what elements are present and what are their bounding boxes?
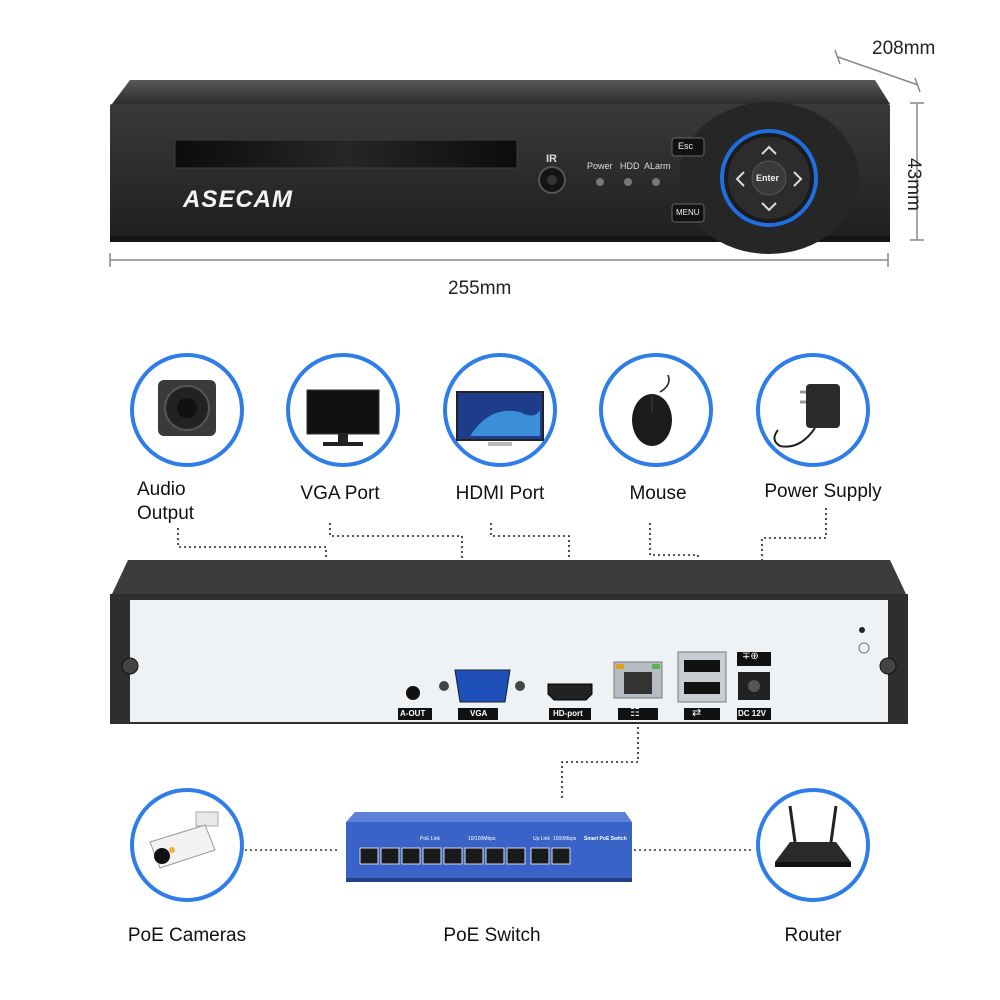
hdd-led-label: HDD <box>620 161 640 171</box>
audio-jack <box>406 686 420 700</box>
height-label: 43mm <box>903 158 924 211</box>
arrow-up-icon <box>761 145 777 155</box>
switch-poe-link-text: PoE Link <box>420 836 441 842</box>
rear-plate <box>130 600 888 722</box>
chassis-top <box>112 80 890 104</box>
depth-dimension-line <box>837 56 919 86</box>
mouse-icon <box>632 374 672 446</box>
router-label: Router <box>784 925 842 946</box>
lan-icon: ☷ <box>630 707 640 719</box>
power-adapter-icon <box>773 384 840 448</box>
switch-speed-text: 10/100Mbps <box>468 836 496 842</box>
arrow-left-icon <box>735 171 745 187</box>
audio-connector-line <box>177 528 406 687</box>
rear-panel-diagram <box>110 508 908 800</box>
mouse-label: Mouse <box>629 483 687 504</box>
alarm-led-label: ALarm <box>644 161 671 171</box>
brand-logo: ASECAM <box>183 186 294 213</box>
ir-label: IR <box>546 153 557 165</box>
router-icon <box>775 805 851 867</box>
a-out-label: A-OUT <box>400 709 426 718</box>
switch-uplink-speed-text: 1000Mbps <box>553 836 577 842</box>
enter-button <box>751 160 787 196</box>
poe-cameras-label: PoE Cameras <box>127 925 247 946</box>
poe-camera-icon <box>149 811 219 869</box>
enter-label: Enter <box>756 173 780 183</box>
switch-ports <box>359 847 571 865</box>
network-diagram <box>130 788 870 902</box>
monitor-icon <box>306 389 380 446</box>
usb-icon: ⇄ <box>692 707 702 719</box>
front-panel-diagram <box>109 49 924 267</box>
hdmi-port <box>547 683 593 701</box>
power-led-label: Power <box>587 161 613 171</box>
menu-label: MENU <box>676 208 700 217</box>
hdmi-port-label: HDMI Port <box>455 483 545 504</box>
vga-label: VGA <box>470 709 488 718</box>
ground-icon <box>858 642 870 654</box>
depth-label: 208mm <box>872 38 936 59</box>
hdd-led-icon <box>624 178 632 186</box>
mouse-connector-line <box>649 523 699 652</box>
switch-model-text: Smart PoE Switch <box>584 836 627 842</box>
arrow-right-icon <box>793 171 803 187</box>
tv-icon <box>456 391 544 446</box>
hdmi-connector-line <box>490 523 570 682</box>
speaker-icon <box>158 380 216 436</box>
width-label: 255mm <box>448 278 512 299</box>
vga-port-label: VGA Port <box>300 483 380 504</box>
lan-connector-line <box>561 722 639 800</box>
switch-uplink-text: Up Link <box>533 836 550 842</box>
power-supply-label: Power Supply <box>764 481 882 502</box>
arrow-down-icon <box>761 202 777 212</box>
alarm-led-icon <box>652 178 660 186</box>
power-led-icon <box>596 178 604 186</box>
peripheral-icons-row <box>130 353 870 467</box>
screw-left-icon <box>121 657 139 675</box>
screw-right-icon <box>879 657 897 675</box>
hd-port-label: HD-port <box>553 709 583 718</box>
front-slot <box>174 139 518 169</box>
esc-label: Esc <box>678 141 694 151</box>
dc-12v-label: DC 12V <box>738 709 767 718</box>
vga-port <box>454 669 511 703</box>
esc-button <box>671 137 705 157</box>
poe-switch-device <box>346 812 632 882</box>
poe-switch-label: PoE Switch <box>443 925 541 946</box>
menu-button <box>671 203 705 223</box>
rear-chassis-top <box>112 560 906 594</box>
dc-polarity-icon: ∓⊕ <box>742 651 759 662</box>
usb-port <box>677 651 727 703</box>
audio-output-label: Audio Output <box>137 479 195 524</box>
